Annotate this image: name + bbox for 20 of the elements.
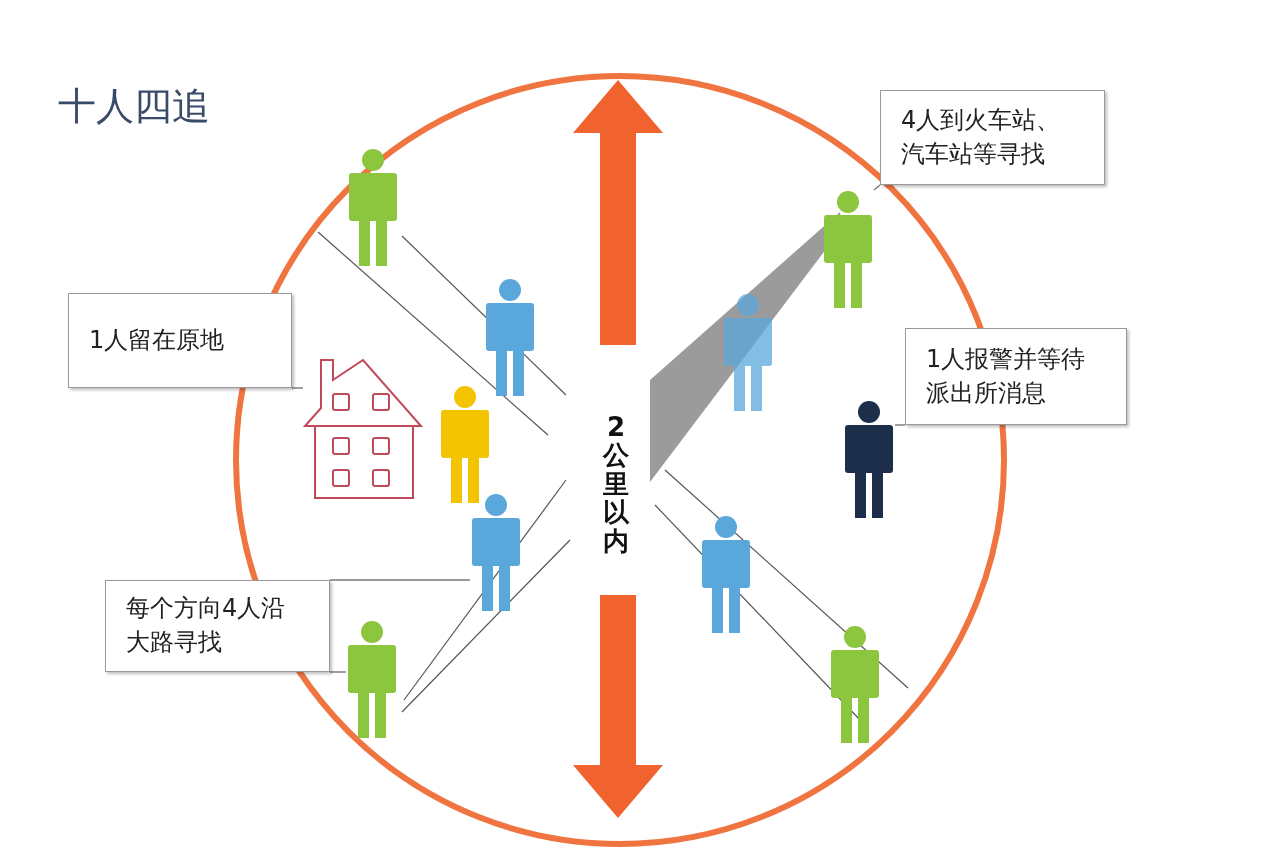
callout-box [880, 90, 1105, 185]
person-icon [829, 625, 881, 743]
callout-box [105, 580, 330, 672]
person-icon [822, 190, 874, 308]
person-icon [484, 278, 536, 396]
callout-text: 1人留在原地 [89, 324, 226, 356]
person-icon [722, 293, 774, 411]
callout-box [905, 328, 1127, 425]
person-icon [700, 515, 752, 633]
person-icon [470, 493, 522, 611]
callout-text: 每个方向4人沿大路寻找 [126, 593, 287, 658]
person-icon [346, 620, 398, 738]
person-icon [843, 400, 895, 518]
person-icon [347, 148, 399, 266]
title: 十人四追 [58, 83, 210, 130]
person-icon [439, 385, 491, 503]
callout-box [68, 293, 292, 388]
house-drawing [303, 358, 423, 500]
callout-text: 1人报警并等待派出所消息 [926, 343, 1087, 409]
callout-text: 4人到火车站、汽车站等寻找 [901, 104, 1062, 170]
